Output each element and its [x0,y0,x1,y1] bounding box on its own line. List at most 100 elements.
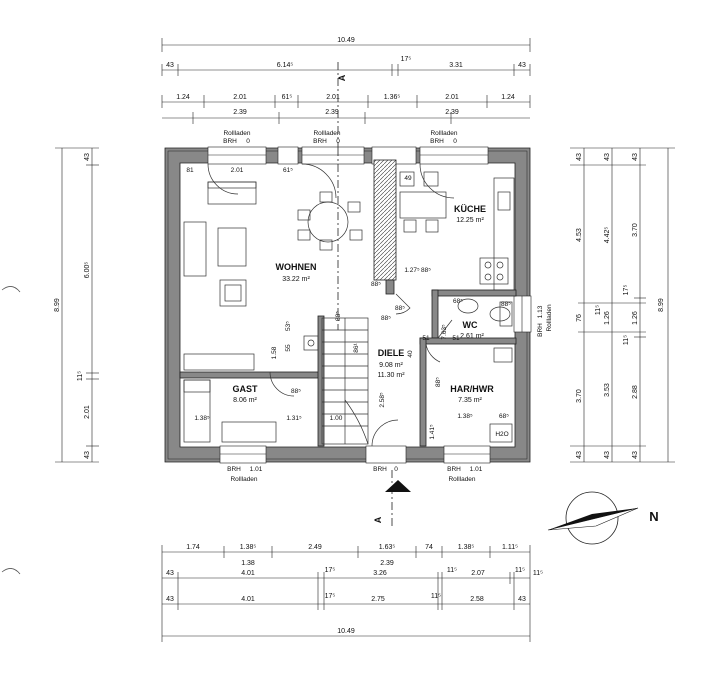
dim-right-r2-4: 43 [604,451,611,459]
brh-top-mid-value: 0 [336,138,340,145]
room-diele-name: DIELE [378,348,405,358]
dim-top-r4-0: 2.39 [233,109,247,116]
rollladen-top-left: Rollladen [223,130,250,137]
furniture [183,171,515,443]
inner-dim-s861: 86¹ [353,342,360,352]
dim-bot-r4-4: 11⁵ [431,593,441,600]
inner-dim-w615: 61⁵ [283,167,293,174]
rollladen-bottom-left: Rollladen [230,476,257,483]
section-line-a: A A [337,62,411,528]
inner-dim-s685b: 68⁵ [453,298,463,305]
dining-table [307,201,349,243]
inner-dim-h2o: H2O [495,431,508,438]
dim-top-r2-3: 3.31 [449,62,463,69]
dim-bot-r1-6: 1.11⁵ [502,544,518,551]
binder-mark [1,568,21,575]
dim-bot-r4-3: 2.75 [371,596,385,603]
brh-right: BRH [537,323,544,337]
dim-bot-r1-5: 1.38⁵ [458,544,475,551]
dim-left-4: 43 [84,451,91,459]
inner-dim-s158: 1.58 [271,346,278,359]
dim-bot-r1-1: 1.38⁵ [240,544,257,551]
dim-bot-r3-4: 11⁵ [447,567,457,574]
dim-bot-r3-2: 17⁵ [325,567,336,574]
dim-top-r3-1: 2.01 [233,94,247,101]
stairs [322,329,369,445]
dim-bot-total: 10.49 [337,628,355,635]
dim-top-r4-1: 2.39 [325,109,339,116]
dim-bot-r3-3: 3.26 [373,570,387,577]
dim-top-r3-2: 61⁵ [282,94,293,101]
dim-right-r3-0: 43 [632,153,639,161]
section-mark-top: A [337,74,347,81]
inner-dim-s40: 40 [407,350,414,358]
inner-dim-s535: 53⁵ [285,321,292,331]
inner-dim-s1385: 1.38⁵ [194,415,210,422]
brh-top-left: BRH [223,138,237,145]
dimensions-left: 8.99 43 6.00⁵ 11⁵ 2.01 43 [54,147,99,463]
inner-dim-s100: 1.00 [330,415,343,422]
dim-right-r3-1: 3.70 [632,223,639,237]
dim-top-r3-5: 2.01 [445,94,459,101]
inner-dim-s51: 51 [422,335,430,342]
section-mark-bottom: A [373,516,383,523]
room-gast-name: GAST [232,384,258,394]
brh-top-right-value: 0 [453,138,457,145]
inner-dim-s885e: 88⁵ [395,305,405,312]
dim-bot-r3-6: 11⁵ [515,567,525,574]
inner-dim-s258: 2.58⁵ [379,392,386,408]
inner-dim-s885c: 88⁵ [335,311,342,321]
room-gast-area: 8.06 m² [233,397,257,404]
rollladen-top-mid: Rollladen [313,130,340,137]
dim-bot-r3-5: 2.07 [471,570,485,577]
dimensions-right: 8.99 43 4.53 76 3.70 43 43 4.42⁵ 1.26 3.… [570,147,675,463]
dim-bot-r2-0: 1.38 [241,560,255,567]
dim-bot-r3-7: 11⁵ [533,570,543,577]
inner-dimension-labels: 81 2.01 61⁵ 49 88⁵ 1.27⁵ 88⁵ 68⁵ 88⁵ 7.6… [186,167,511,440]
inner-dim-s51b: 51 [452,335,460,342]
binder-mark [1,286,21,293]
dim-right-r3-2: 17⁵ [623,285,630,296]
dim-right-total: 8.99 [658,298,665,312]
dim-top-r2-2: 17⁵ [401,56,412,63]
inner-dim-s1385b: 1.38⁵ [457,413,473,420]
dim-top-r3-3: 2.01 [326,94,340,101]
dim-right-r1-1: 4.53 [576,228,583,242]
inner-dim-w201: 2.01 [231,167,244,174]
dim-top-r3-6: 1.24 [501,94,515,101]
room-wc-name: WC [463,320,478,330]
inner-dim-s885: 88⁵ [371,281,381,288]
inner-dim-s885n: 88⁵ [501,301,511,308]
brh-top-mid: BRH [313,138,327,145]
dim-right-r1-0: 43 [576,153,583,161]
brh-top-left-value: 0 [246,138,250,145]
inner-dim-s55: 55 [285,344,292,352]
inner-dim-s131: 1.31⁵ [286,415,302,422]
dim-right-r1-2: 76 [576,314,583,322]
room-wc-area: 2.61 m² [460,333,484,340]
brh-bottom-left-value: 1.01 [250,466,263,473]
dim-top-r3-0: 1.24 [176,94,190,101]
dim-left-3: 2.01 [84,405,91,419]
dim-top-r2-0: 43 [166,62,174,69]
dim-right-r1-4: 43 [576,451,583,459]
dim-top-r4-2: 2.39 [445,109,459,116]
brh-bottom-right: BRH [447,466,461,473]
dim-left-1: 6.00⁵ [84,262,91,279]
dim-bot-r1-0: 1.74 [186,544,200,551]
dim-bot-r1-2: 2.49 [308,544,322,551]
inner-dim-s1415: 1.41⁵ [429,424,436,440]
dimensions-top: 10.49 43 6.14⁵ 17⁵ 3.31 43 1.24 2.01 61⁵… [161,37,531,124]
dim-right-r3-4: 11⁵ [623,335,630,345]
dim-top-r2-1: 6.14⁵ [277,62,294,69]
room-labels: WOHNEN 33.22 m² KÜCHE 12.25 m² WC 2.61 m… [232,204,494,404]
inner-dim-s885d: 88⁵ [381,315,391,322]
dim-bot-r4-6: 43 [518,596,526,603]
room-har-area: 7.35 m² [458,397,482,404]
inner-walls [179,159,517,447]
dim-left-total: 8.99 [54,298,61,312]
dim-bot-r4-2: 17⁵ [325,593,336,600]
brh-top-right: BRH [430,138,444,145]
north-label: N [649,509,658,524]
